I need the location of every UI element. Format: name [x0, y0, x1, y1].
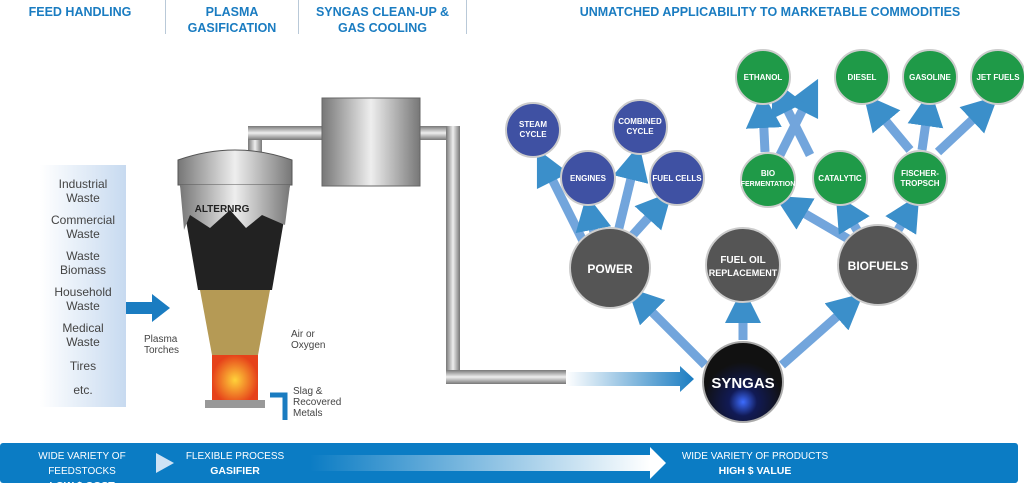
- divider: [298, 0, 299, 34]
- small-arrow: [156, 453, 174, 473]
- svg-text:SYNGAS: SYNGAS: [711, 375, 774, 392]
- svg-text:FISCHER-: FISCHER-: [901, 169, 939, 178]
- slag-label: Slag & Recovered Metals: [293, 386, 342, 419]
- bottom-right-bold: HIGH $ VALUE: [718, 465, 792, 477]
- bottom-mid-bold: GASIFIER: [210, 465, 260, 477]
- node-catalytic: [812, 150, 868, 206]
- header-syngas-cleanup: SYNGAS CLEAN-UP & GAS COOLING: [315, 5, 450, 35]
- bottom-feedstocks: WIDE VARIETY OF FEEDSTOCKS LOW $ COST: [8, 449, 156, 494]
- feedstock-item: Commercial Waste: [50, 213, 115, 241]
- syngas-flow-arrow: [566, 366, 694, 392]
- svg-text:CYCLE: CYCLE: [519, 130, 547, 139]
- node-fuel-cells: [649, 150, 705, 206]
- node-jet-fuels: [970, 49, 1024, 105]
- bottom-left-text: WIDE VARIETY OF FEEDSTOCKS: [38, 451, 126, 477]
- node-fuel-oil: [705, 227, 781, 303]
- feedstock-item: Industrial Waste: [58, 177, 108, 205]
- svg-text:TROPSCH: TROPSCH: [900, 179, 939, 188]
- node-bio-fermentation: [740, 152, 796, 208]
- node-diesel: [834, 49, 890, 105]
- plasma-torches-label: Plasma Torches: [144, 334, 180, 356]
- svg-text:STEAM: STEAM: [519, 120, 547, 129]
- svg-text:FUEL OIL: FUEL OIL: [720, 255, 765, 266]
- node-gasoline: [902, 49, 958, 105]
- value-bar: WIDE VARIETY OF FEEDSTOCKS LOW $ COST FLE…: [0, 443, 1018, 492]
- node-syngas: [702, 341, 784, 423]
- svg-text:COMBINED: COMBINED: [618, 117, 662, 126]
- svg-text:ETHANOL: ETHANOL: [744, 73, 783, 82]
- svg-text:JET FUELS: JET FUELS: [976, 73, 1020, 82]
- bottom-products: WIDE VARIETY OF PRODUCTS HIGH $ VALUE: [680, 449, 830, 479]
- svg-text:REPLACEMENT: REPLACEMENT: [709, 268, 778, 278]
- node-power: [569, 227, 651, 309]
- svg-text:BIOFUELS: BIOFUELS: [848, 259, 909, 273]
- feedstock-item: Medical Waste: [62, 321, 104, 349]
- big-arrow-head: [650, 447, 666, 479]
- node-steam-cycle: [505, 102, 561, 158]
- flow-arrows: [536, 78, 999, 369]
- svg-text:CYCLE: CYCLE: [626, 127, 654, 136]
- air-oxygen-label: Air or Oxygen: [291, 329, 326, 351]
- bottom-left-bold: LOW $ COST: [49, 480, 115, 492]
- divider: [165, 0, 166, 34]
- svg-text:POWER: POWER: [587, 262, 633, 276]
- header-applicability: UNMATCHED APPLICABILITY TO MARKETABLE CO…: [579, 5, 961, 19]
- node-combined-cycle: [612, 99, 668, 155]
- svg-text:ENGINES: ENGINES: [570, 174, 607, 183]
- svg-text:CATALYTIC: CATALYTIC: [818, 174, 862, 183]
- feedstock-item: Waste Biomass: [59, 249, 106, 277]
- svg-text:FUEL CELLS: FUEL CELLS: [652, 174, 702, 183]
- feedstock-item: Tires: [69, 359, 97, 373]
- svg-text:DIESEL: DIESEL: [848, 73, 877, 82]
- node-engines: [560, 150, 616, 206]
- feedstock-list: Industrial Waste Commercial Waste Waste …: [40, 165, 126, 407]
- svg-text:GASOLINE: GASOLINE: [909, 73, 951, 82]
- header-feed-handling: FEED HANDLING: [28, 5, 132, 19]
- svg-text:FERMENTATION: FERMENTATION: [741, 181, 796, 188]
- svg-text:BIO: BIO: [761, 169, 775, 178]
- bottom-gasifier: FLEXIBLE PROCESS GASIFIER: [185, 449, 285, 479]
- alternrg-logo: ALTERNRG: [195, 204, 250, 215]
- bottom-mid-text: FLEXIBLE PROCESS: [185, 451, 285, 462]
- header-plasma-gasification: PLASMA GASIFICATION: [187, 5, 277, 35]
- feedstock-item: etc.: [73, 383, 93, 397]
- big-arrow: [310, 455, 650, 471]
- gasifier: ALTERNRG: [177, 149, 293, 420]
- node-ethanol: [735, 49, 791, 105]
- node-biofuels: [837, 224, 919, 306]
- feedstock-item: Household Waste: [54, 285, 112, 313]
- bottom-right-text: WIDE VARIETY OF PRODUCTS: [681, 451, 829, 462]
- feed-arrow: [126, 294, 170, 322]
- node-fischer-tropsch: [892, 150, 948, 206]
- divider: [466, 0, 467, 34]
